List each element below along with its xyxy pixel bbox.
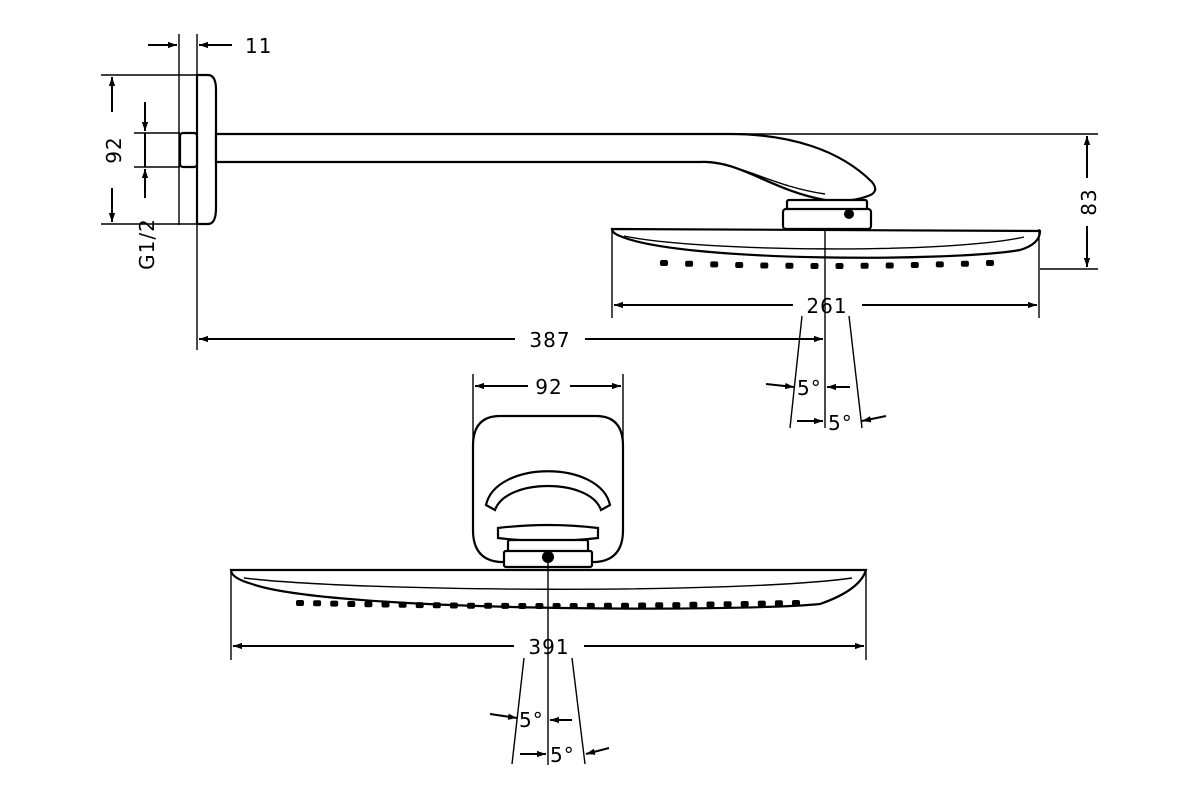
- front-tilt-down-label: 5°: [550, 743, 575, 767]
- front-tilt-up-label: 5°: [519, 708, 544, 732]
- front-shower-head-inner: [243, 577, 853, 590]
- nozzle: [586, 602, 595, 609]
- nozzle: [535, 603, 544, 609]
- front-nozzles: [296, 600, 800, 609]
- nozzle: [835, 263, 844, 269]
- height-dimension: 83: [730, 133, 1101, 270]
- thread-label: G1/2: [135, 218, 159, 270]
- wall-plate-dimension: 92 G1/2: [101, 74, 197, 270]
- nozzle: [484, 602, 493, 609]
- head-width-dimension: 391: [230, 572, 867, 660]
- side-tilt-dimension: 5° 5°: [765, 315, 887, 435]
- head-width-label: 391: [528, 635, 569, 659]
- side-shower-head: [610, 227, 1042, 259]
- nozzle: [757, 600, 766, 607]
- wall-offset-dimension: 11: [148, 34, 272, 350]
- side-nozzles: [660, 260, 994, 269]
- nozzle: [672, 602, 681, 609]
- nozzle: [381, 601, 390, 608]
- joint-width-label: 92: [535, 375, 562, 399]
- nozzle: [810, 263, 819, 269]
- nozzle: [740, 601, 749, 607]
- front-ball-joint-dot: [542, 551, 554, 563]
- nozzle: [660, 260, 668, 266]
- ball-joint-base: [781, 207, 873, 231]
- nozzle: [986, 260, 994, 266]
- nozzle: [792, 600, 800, 606]
- nozzle: [689, 601, 698, 608]
- side-head-width-label: 261: [806, 294, 847, 318]
- nozzle: [710, 261, 719, 268]
- wall-plate-height-label: 92: [102, 136, 126, 163]
- nozzle: [467, 602, 475, 609]
- nozzle: [785, 262, 794, 269]
- nozzle: [685, 260, 694, 267]
- nozzle: [960, 260, 969, 267]
- nozzle: [885, 262, 894, 269]
- joint-width-dimension: 92: [472, 374, 624, 446]
- projection-label: 387: [529, 328, 570, 352]
- nozzle: [518, 603, 527, 609]
- nozzle: [364, 601, 373, 608]
- ball-joint-dot: [844, 209, 854, 219]
- nozzle: [415, 602, 424, 609]
- side-head-width-dimension: 261: [611, 229, 1040, 318]
- nozzle: [552, 603, 561, 609]
- nozzle: [313, 600, 322, 607]
- nozzle: [723, 601, 732, 608]
- nozzle: [621, 602, 629, 609]
- nozzle: [655, 602, 664, 609]
- wall-connector: [178, 131, 199, 169]
- nozzle: [910, 262, 919, 268]
- nozzle: [501, 602, 510, 609]
- side-tilt-up-label: 5°: [797, 376, 822, 400]
- nozzle: [449, 602, 458, 609]
- nozzle: [569, 603, 578, 609]
- joint-cup: [496, 523, 600, 543]
- shower-arm-highlight: [699, 161, 826, 195]
- nozzle: [603, 602, 612, 609]
- nozzle: [432, 602, 441, 609]
- nozzle: [706, 601, 715, 608]
- joint-arch: [484, 470, 612, 512]
- nozzle: [760, 262, 769, 269]
- wall-offset-label: 11: [245, 34, 272, 58]
- nozzle: [638, 602, 647, 609]
- nozzle: [774, 600, 783, 607]
- nozzle: [398, 601, 407, 608]
- side-view: [178, 73, 1042, 428]
- height-label: 83: [1077, 188, 1101, 215]
- nozzle: [860, 262, 869, 269]
- side-tilt-down-label: 5°: [828, 411, 853, 435]
- nozzle: [296, 600, 304, 606]
- wall-plate: [195, 73, 218, 226]
- front-tilt-dimension: 5° 5°: [489, 657, 610, 767]
- nozzle: [735, 262, 744, 268]
- front-view: [229, 414, 868, 765]
- joint-housing: [471, 414, 625, 564]
- nozzle: [330, 600, 339, 607]
- nozzle: [347, 601, 356, 607]
- shower-arm: [214, 132, 877, 202]
- projection-dimension: 387: [199, 328, 823, 352]
- nozzle: [935, 261, 944, 268]
